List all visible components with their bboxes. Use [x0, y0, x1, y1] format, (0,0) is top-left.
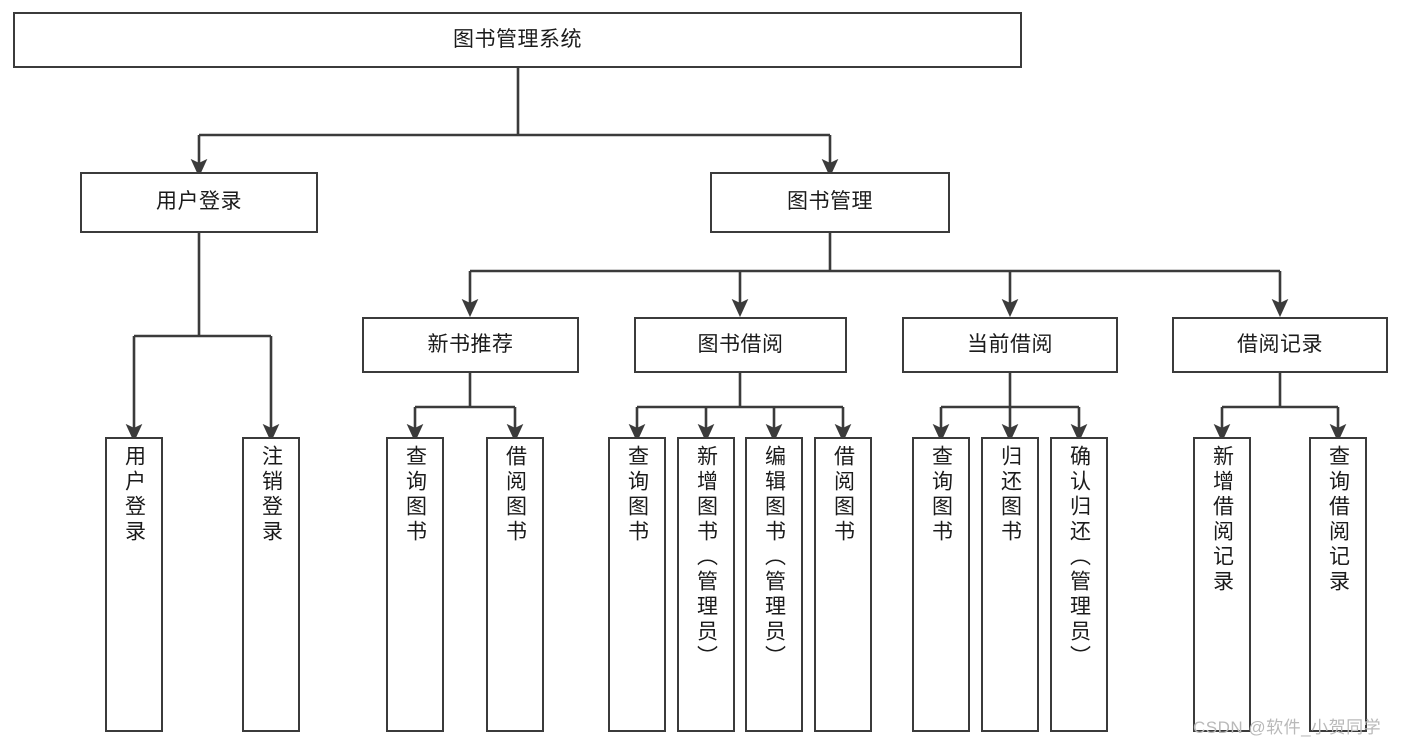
node-leaf-query-book-new[interactable]: 查询图书 [386, 437, 444, 732]
node-leaf-add-book-label: 新增图书（管理员） [694, 445, 718, 670]
node-current-borrow[interactable]: 当前借阅 [902, 317, 1118, 373]
node-book-borrow-label: 图书借阅 [697, 332, 784, 356]
node-leaf-query-borrow-record-label: 查询借阅记录 [1326, 445, 1350, 595]
node-leaf-user-login[interactable]: 用户登录 [105, 437, 163, 732]
node-borrow-record-label: 借阅记录 [1237, 332, 1323, 356]
node-leaf-query-book-current-label: 查询图书 [929, 445, 953, 545]
node-leaf-user-login-label: 用户登录 [122, 445, 146, 545]
node-user-login[interactable]: 用户登录 [80, 172, 318, 233]
node-root-label: 图书管理系统 [453, 27, 582, 51]
node-leaf-return-book-label: 归还图书 [998, 445, 1022, 545]
node-book-manage-label: 图书管理 [787, 190, 873, 214]
node-leaf-query-book-borrow[interactable]: 查询图书 [608, 437, 666, 732]
node-new-book-recommend[interactable]: 新书推荐 [362, 317, 579, 373]
node-leaf-borrow-book[interactable]: 借阅图书 [814, 437, 872, 732]
node-leaf-query-borrow-record[interactable]: 查询借阅记录 [1309, 437, 1367, 732]
node-leaf-logout[interactable]: 注销登录 [242, 437, 300, 732]
node-borrow-record[interactable]: 借阅记录 [1172, 317, 1388, 373]
node-leaf-query-book-borrow-label: 查询图书 [625, 445, 649, 545]
node-leaf-edit-book-label: 编辑图书（管理员） [762, 445, 786, 670]
node-leaf-confirm-return[interactable]: 确认归还（管理员） [1050, 437, 1108, 732]
node-book-borrow[interactable]: 图书借阅 [634, 317, 847, 373]
node-current-borrow-label: 当前借阅 [967, 332, 1053, 356]
node-leaf-edit-book[interactable]: 编辑图书（管理员） [745, 437, 803, 732]
node-leaf-borrow-book-label: 借阅图书 [831, 445, 855, 545]
node-leaf-query-book-current[interactable]: 查询图书 [912, 437, 970, 732]
node-leaf-add-borrow-record[interactable]: 新增借阅记录 [1193, 437, 1251, 732]
node-leaf-add-book[interactable]: 新增图书（管理员） [677, 437, 735, 732]
node-root[interactable]: 图书管理系统 [13, 12, 1022, 68]
node-book-manage[interactable]: 图书管理 [710, 172, 950, 233]
node-leaf-add-borrow-record-label: 新增借阅记录 [1210, 445, 1234, 595]
node-user-login-label: 用户登录 [156, 190, 242, 214]
node-leaf-logout-label: 注销登录 [259, 445, 283, 545]
node-leaf-borrow-book-new[interactable]: 借阅图书 [486, 437, 544, 732]
node-leaf-borrow-book-new-label: 借阅图书 [503, 445, 527, 545]
node-leaf-query-book-new-label: 查询图书 [403, 445, 427, 545]
node-leaf-return-book[interactable]: 归还图书 [981, 437, 1039, 732]
node-leaf-confirm-return-label: 确认归还（管理员） [1067, 445, 1091, 670]
node-new-book-recommend-label: 新书推荐 [427, 332, 514, 356]
